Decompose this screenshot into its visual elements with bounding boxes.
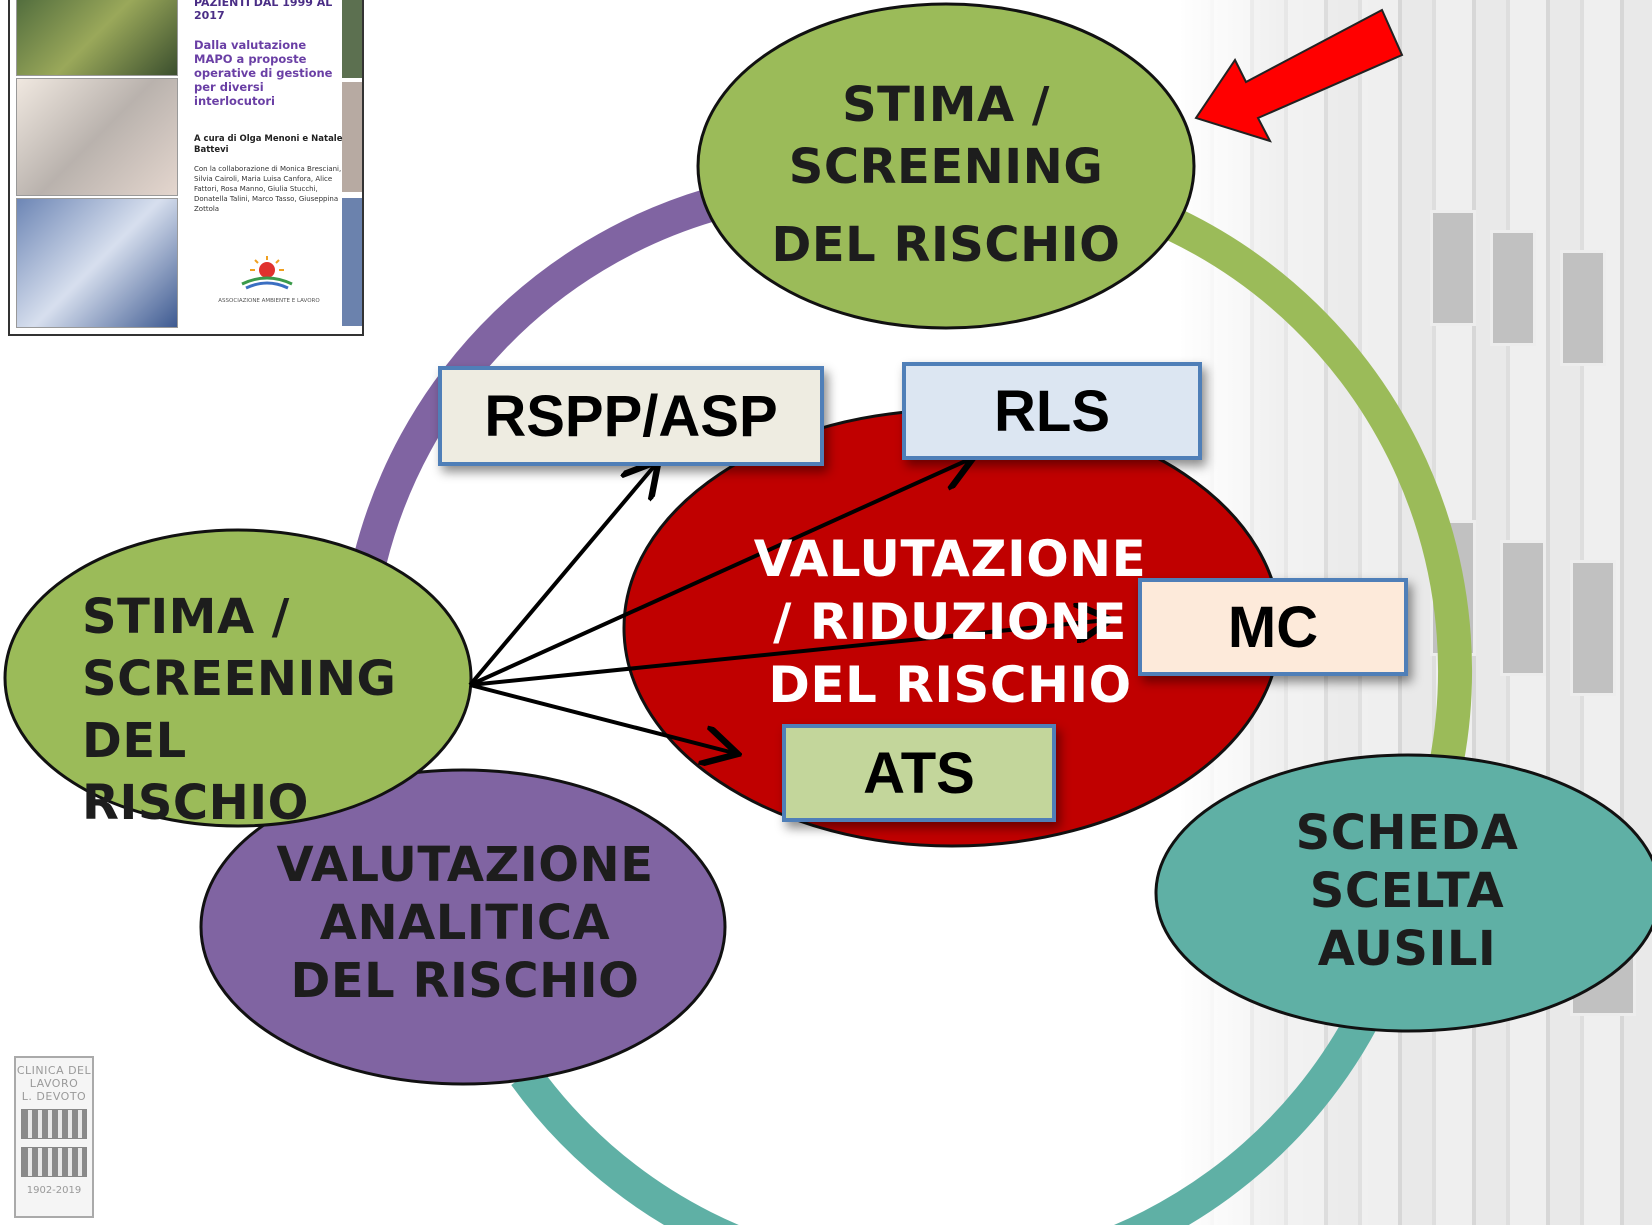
right-oval-line-2: SCELTA [1309, 863, 1505, 919]
top-oval-line-2: SCREENING [788, 139, 1104, 195]
rls-label: RLS [994, 378, 1110, 444]
logo-years: 1902-2019 [26, 1185, 82, 1196]
center-oval-label: VALUTAZIONE / RIDUZIONE DEL RISCHIO [740, 528, 1160, 717]
right-oval-line-1: SCHEDA [1295, 805, 1519, 861]
left-oval-label: STIMA / SCREENING DEL RISCHIO [82, 586, 412, 834]
top-oval-line-3: DEL RISCHIO [771, 217, 1121, 273]
clinica-lavoro-logo: CLINICA DEL LAVORO L. DEVOTO 1902-2019 [14, 1056, 94, 1218]
center-oval-line-1: VALUTAZIONE [753, 530, 1147, 588]
bottom-left-oval-line-2: ANALITICA [319, 895, 611, 951]
cycle-ring [353, 188, 1472, 1225]
cover-publisher: ASSOCIAZIONE AMBIENTE E LAVORO [218, 298, 320, 304]
arrow-to-rspp [468, 464, 656, 687]
building-icon-lower [21, 1147, 87, 1177]
right-oval-label: SCHEDA SCELTA AUSILI [1232, 804, 1582, 978]
arrow-to-mc [469, 620, 1107, 687]
right-oval [1154, 753, 1652, 1033]
logo-line-3: L. DEVOTO [21, 1090, 87, 1103]
logo-line-1: CLINICA DEL [16, 1064, 92, 1077]
left-oval-line-2: SCREENING [82, 651, 397, 707]
cover-photo-3 [16, 198, 178, 328]
bottom-left-oval [199, 768, 727, 1086]
building-icon [21, 1109, 87, 1139]
mc-label: MC [1227, 594, 1319, 660]
top-oval-line-1: STIMA / [842, 77, 1050, 133]
red-arrow-icon [1194, 8, 1404, 143]
center-oval-line-3: DEL RISCHIO [768, 656, 1132, 714]
rls-box: RLS [902, 362, 1202, 460]
bottom-left-oval-line-3: DEL RISCHIO [290, 953, 640, 1009]
cover-text: PAZIENTI DAL 1999 AL 2017 Dalla valutazi… [194, 0, 344, 214]
cover-title: PAZIENTI DAL 1999 AL 2017 [194, 0, 333, 22]
left-oval-line-1: STIMA / [82, 589, 290, 645]
ring-segment-green [1167, 209, 1472, 774]
bottom-left-oval-line-1: VALUTAZIONE [276, 837, 654, 893]
ring-segment-teal [511, 997, 1386, 1225]
right-oval-line-3: AUSILI [1317, 921, 1497, 977]
cover-subtitle: Dalla valutazione MAPO a proposte operat… [194, 38, 333, 108]
ring-segment-purple [353, 188, 715, 565]
center-oval-line-2: / RIDUZIONE [773, 593, 1127, 651]
ats-label: ATS [863, 740, 975, 806]
mc-box: MC [1138, 578, 1408, 676]
logo-line-2: LAVORO [29, 1077, 79, 1090]
connector-arrows [468, 459, 1107, 753]
top-oval-label: STIMA / SCREENING DEL RISCHIO [746, 74, 1146, 276]
book-cover: PAZIENTI DAL 1999 AL 2017 Dalla valutazi… [8, 0, 364, 336]
left-oval-line-3: DEL RISCHIO [82, 713, 309, 831]
rspp-asp-box: RSPP/ASP [438, 366, 824, 466]
cover-photo-2 [16, 78, 178, 196]
left-oval [3, 528, 473, 828]
bottom-left-oval-label: VALUTAZIONE ANALITICA DEL RISCHIO [260, 836, 670, 1010]
top-oval [696, 2, 1196, 330]
cover-photo-1 [16, 0, 178, 76]
ats-box: ATS [782, 724, 1056, 822]
publisher-logo-icon [241, 256, 293, 290]
arrow-to-ats [469, 683, 734, 753]
arrow-to-rls [469, 459, 970, 687]
cover-collaborators: Con la collaborazione di Monica Brescian… [194, 165, 342, 213]
cover-curators: A cura di Olga Menoni e Natale Battevi [194, 134, 343, 155]
rspp-asp-label: RSPP/ASP [484, 383, 778, 449]
